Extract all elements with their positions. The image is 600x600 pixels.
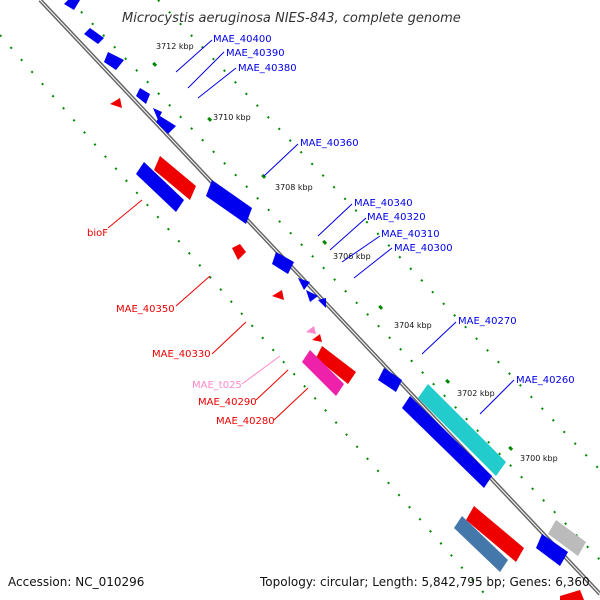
blue-leader-lines [175,39,515,415]
gene-arrow-red-corner[interactable] [560,590,584,600]
gene-arrow-red-bottom[interactable] [466,506,524,562]
gene-label-mae-40290[interactable]: MAE_40290 [198,397,257,408]
gene-label-mae-40310[interactable]: MAE_40310 [381,229,440,240]
gene-arrow-mae-40330[interactable] [272,290,284,300]
gene-label-mae-40270[interactable]: MAE_40270 [458,316,517,327]
gene-arrow-mae-40320[interactable] [298,278,310,290]
gene-label-mae-t025[interactable]: MAE_t025 [192,380,242,391]
trna-mae-t025[interactable] [306,326,316,334]
rrna-feature[interactable] [302,350,344,396]
accession-text: Accession: NC_010296 [8,575,144,589]
map-title: Microcystis aeruginosa NIES-843, complet… [122,11,461,26]
gene-arrow-mae-40280[interactable] [316,346,356,384]
gene-arrow-mae-40380[interactable] [136,88,150,104]
tick-label-3704: 3704 kbp [394,321,432,330]
blue-gene-labels: MAE_40400 MAE_40390 MAE_40380 MAE_40360 … [213,34,575,386]
tick-label-3710: 3710 kbp [213,113,251,122]
topology-summary-text: Topology: circular; Length: 5,842,795 bp… [259,575,590,589]
red-leader-lines [107,199,309,421]
tick-labels: 3712 kbp 3710 kbp 3708 kbp 3706 kbp 3704… [156,42,558,463]
tick-label-3708: 3708 kbp [275,183,313,192]
gene-arrow-red-small-top[interactable] [110,98,122,108]
gene-arrow-mae-40260[interactable] [402,396,492,488]
gene-arrow-mae-40340[interactable] [272,252,294,274]
rna-features [302,326,586,572]
gene-arrow-mae-40290[interactable] [312,334,322,342]
gene-arrow-mae-40360[interactable] [206,180,252,224]
gene-arrow-small-1[interactable] [153,108,162,120]
gene-label-mae-40360[interactable]: MAE_40360 [300,138,359,149]
gene-arrow-biof[interactable] [154,156,196,200]
gene-arrow-mae-40310[interactable] [306,290,318,302]
gene-label-mae-40300[interactable]: MAE_40300 [394,243,453,254]
gene-arrow-mae-40400[interactable] [84,28,104,44]
tick-label-3702: 3702 kbp [457,389,495,398]
gene-label-biof[interactable]: bioF [87,228,108,239]
gray-feature[interactable] [548,520,586,556]
tick-label-3706: 3706 kbp [333,252,371,261]
gene-label-mae-40320[interactable]: MAE_40320 [367,212,426,223]
tick-marks [152,61,514,451]
gene-label-mae-40260[interactable]: MAE_40260 [516,375,575,386]
gene-label-mae-40330[interactable]: MAE_40330 [152,349,211,360]
cyan-feature[interactable] [418,384,506,476]
gene-label-mae-40390[interactable]: MAE_40390 [226,48,285,59]
gene-label-mae-40380[interactable]: MAE_40380 [238,63,297,74]
gene-arrow-mae-40390[interactable] [104,52,124,70]
gene-label-mae-40400[interactable]: MAE_40400 [213,34,272,45]
gene-arrow-mae-40300[interactable] [318,298,326,308]
gene-arrow-bottom-blue[interactable] [536,534,568,566]
gene-label-mae-40280[interactable]: MAE_40280 [216,416,275,427]
gene-arrow-mae-40270[interactable] [378,368,402,392]
gene-label-mae-40340[interactable]: MAE_40340 [354,198,413,209]
gene-arrow-top-left[interactable] [64,0,80,10]
genome-backbone [38,0,600,596]
reverse-genes [110,98,584,600]
tick-label-3712: 3712 kbp [156,42,194,51]
gene-label-mae-40350[interactable]: MAE_40350 [116,304,175,315]
forward-genes [64,0,568,566]
tick-label-3700: 3700 kbp [520,454,558,463]
steel-feature[interactable] [454,516,508,572]
red-gene-labels: bioF MAE_40350 MAE_40330 MAE_t025 MAE_40… [87,228,275,427]
gene-arrow-mae-40350[interactable] [232,244,246,260]
gene-arrow-left-blue[interactable] [136,162,184,212]
gene-arrow-small-2[interactable] [156,116,176,134]
inner-dotted-ring [69,0,600,561]
